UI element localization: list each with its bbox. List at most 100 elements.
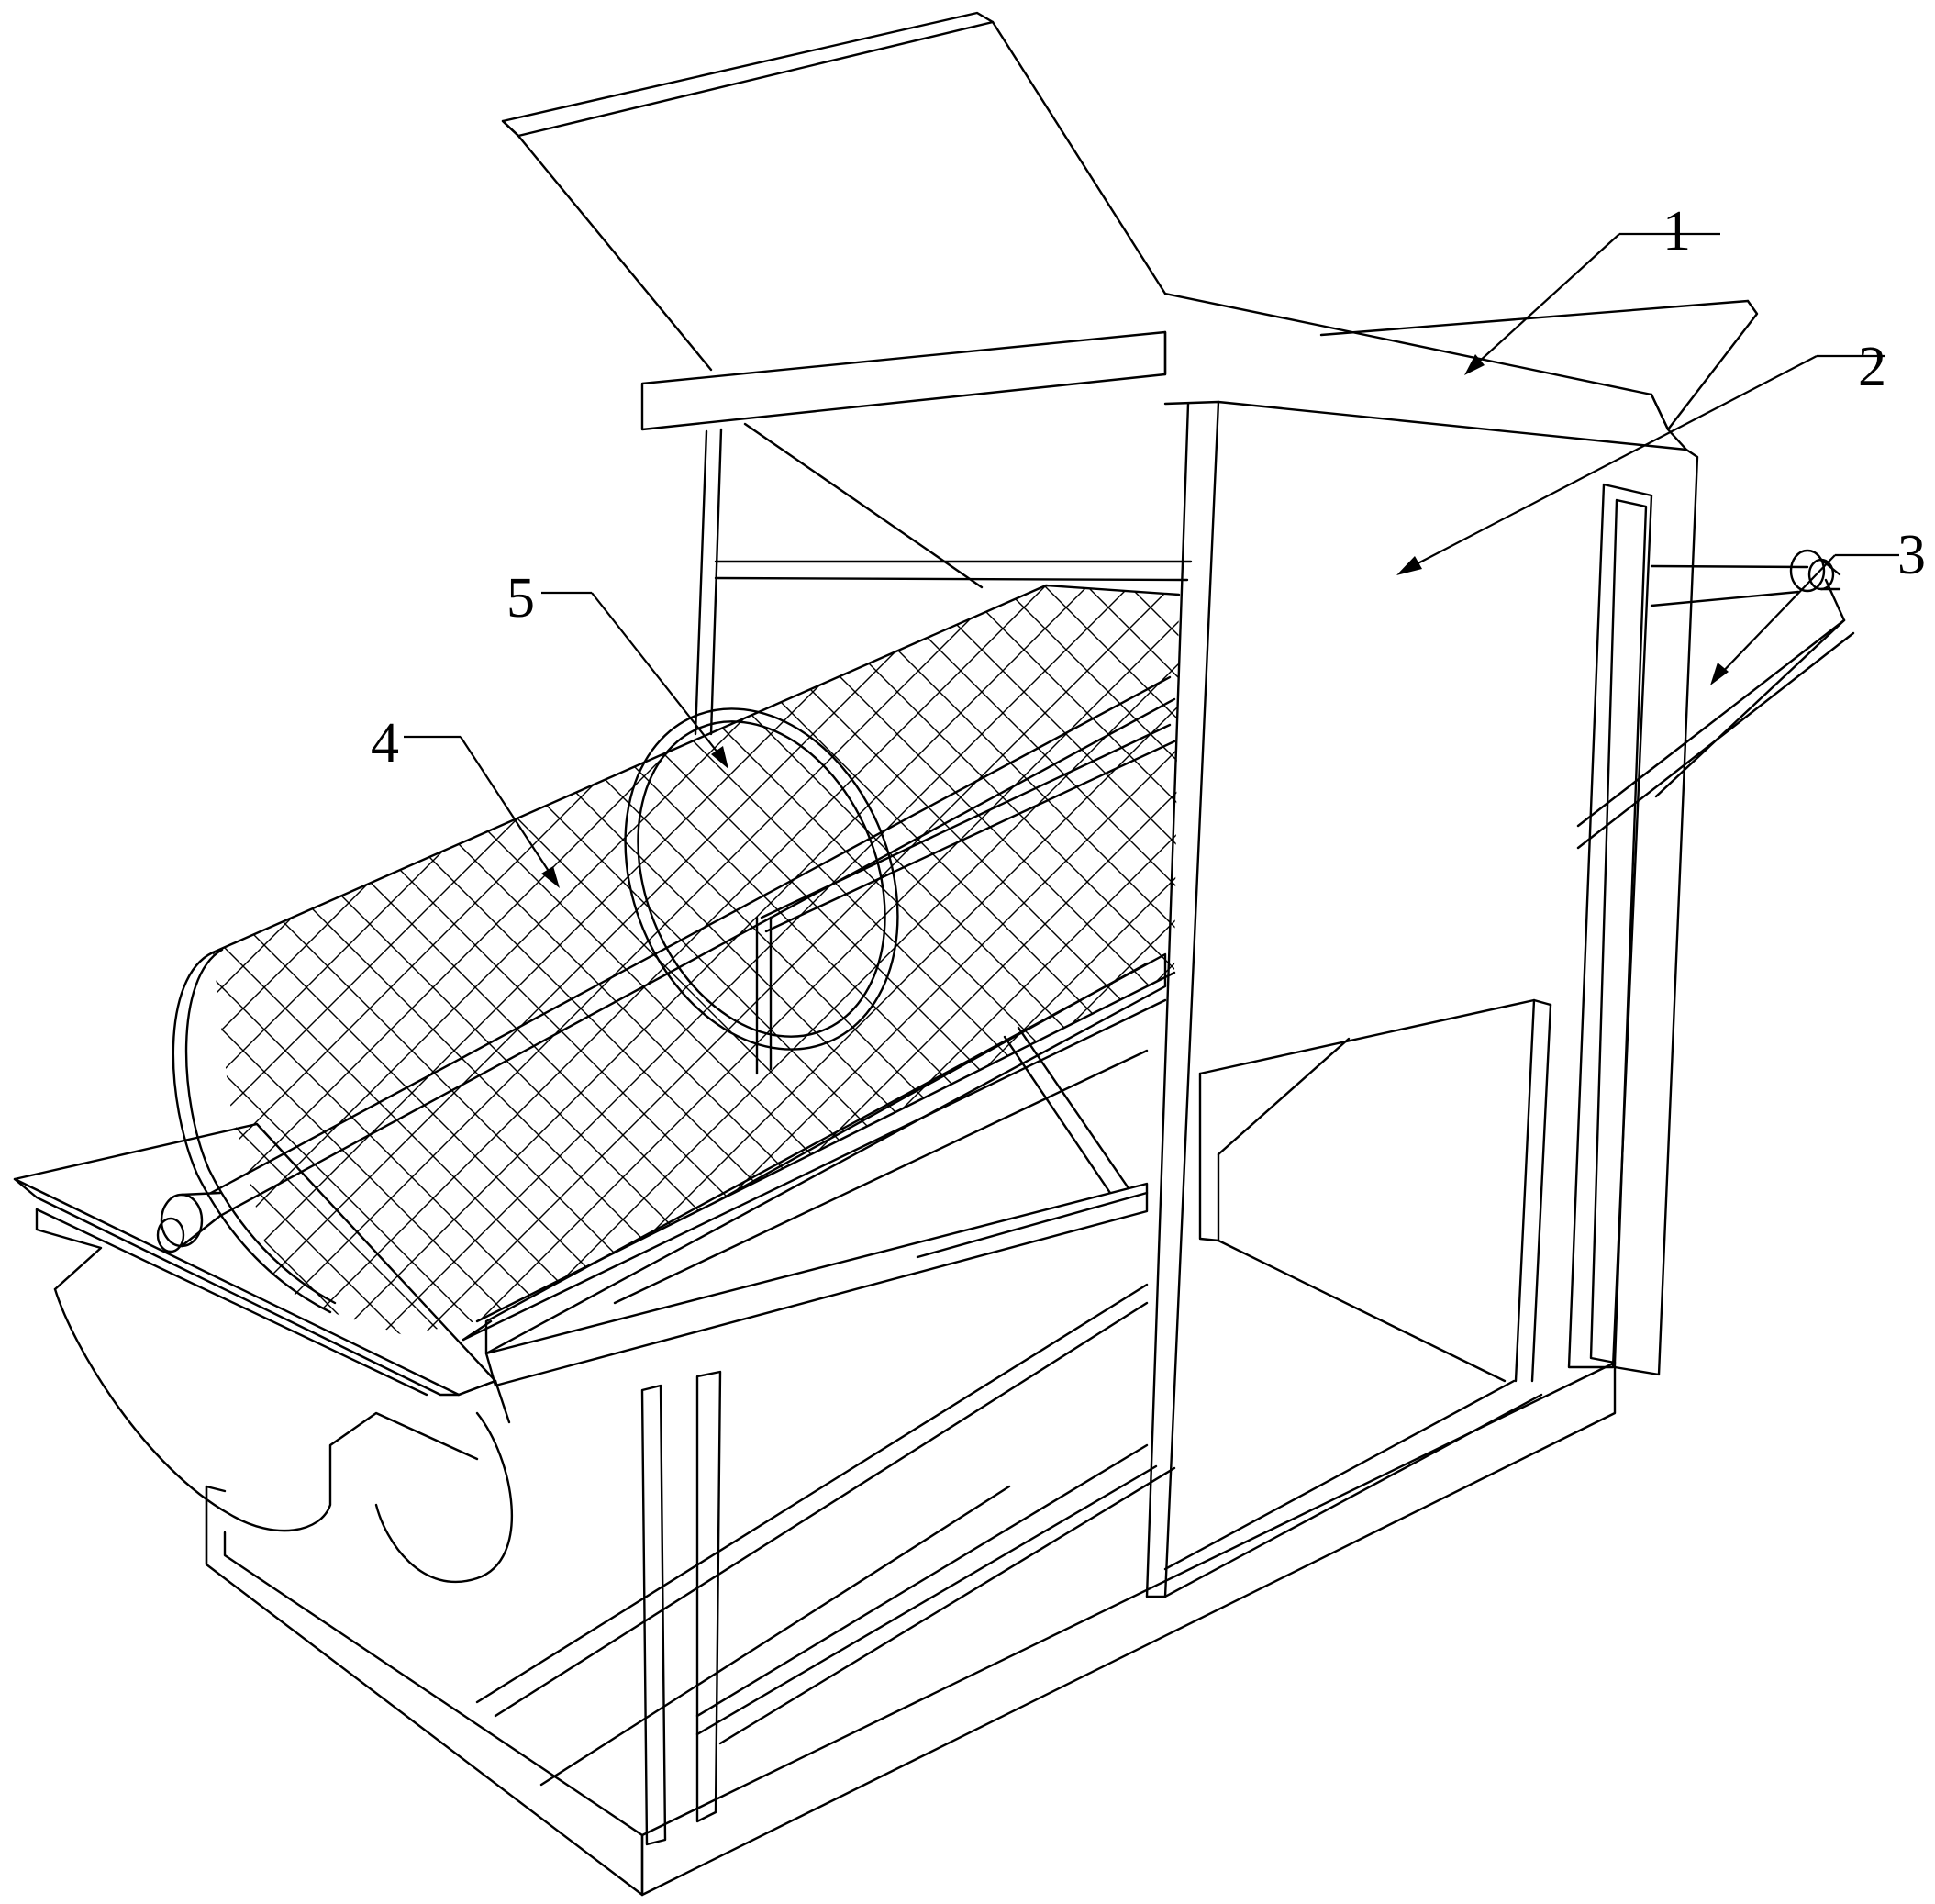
mesh-wire: [403, 585, 1179, 1335]
mesh-wire: [213, 585, 1012, 1335]
mesh-wire: [487, 585, 1179, 1335]
mesh-wire: [507, 585, 1179, 1335]
mesh-wire: [213, 585, 992, 1335]
mesh-wire: [529, 585, 1179, 1335]
callout-5-label: 5: [506, 567, 535, 629]
mesh-wire: [1501, 367, 1935, 1376]
mesh-wire: [951, 585, 1179, 1335]
mesh-wire: [867, 585, 1179, 1335]
mesh-wire: [213, 585, 274, 1335]
mesh-wire: [213, 585, 1076, 1335]
mesh-wire: [213, 585, 337, 1335]
mesh-wire: [213, 585, 317, 1335]
mesh-wire: [0, 367, 167, 1376]
mesh-wire: [213, 585, 506, 1335]
mesh-wire: [634, 585, 1179, 1335]
mesh-wire: [318, 585, 1179, 1335]
mesh-wire: [783, 585, 1179, 1335]
mesh-wire: [254, 585, 1179, 1335]
mesh-wire: [929, 585, 1179, 1335]
mesh-wire: [1374, 367, 1935, 1376]
mesh-wire: [1206, 367, 1935, 1376]
housing-body: [694, 400, 1699, 1598]
discharge-chute: [13, 1122, 514, 1584]
mesh-wire: [1056, 585, 1179, 1335]
callout-1: 1: [1464, 200, 1720, 375]
mesh-wire: [213, 585, 801, 1335]
mesh-wire: [381, 585, 1179, 1335]
mesh-wire: [0, 367, 125, 1376]
mesh-wire: [339, 585, 1179, 1335]
mesh-wire: [1078, 585, 1179, 1335]
callout-2: 2: [1396, 336, 1886, 575]
mesh-wire: [213, 585, 970, 1335]
mesh-wire: [0, 367, 209, 1376]
mesh-wire: [909, 585, 1179, 1335]
mesh-wire: [0, 367, 20, 1376]
mesh-wire: [845, 585, 1179, 1335]
mesh-wire: [0, 367, 62, 1376]
mesh-wire: [1290, 367, 1935, 1376]
mesh-wire: [0, 367, 147, 1376]
mesh-wire: [213, 585, 232, 1335]
callout-3-label: 3: [1897, 524, 1926, 586]
mesh-wire: [423, 585, 1179, 1335]
mesh-wire: [213, 585, 1096, 1335]
mesh-wire: [1310, 367, 1935, 1376]
mesh-wire: [698, 585, 1179, 1335]
callout-2-label: 2: [1858, 336, 1886, 398]
callout-3: 3: [1710, 524, 1926, 685]
mesh-wire: [296, 585, 1179, 1335]
mesh-wire: [213, 585, 401, 1335]
sloped-rails: [484, 952, 1167, 1387]
mesh-wire: [361, 585, 1179, 1335]
mesh-wire: [1248, 367, 1935, 1376]
mesh-wire: [825, 585, 1179, 1335]
mesh-wire: [1162, 585, 1179, 1335]
support-ring: [624, 707, 899, 1075]
mesh-wire: [213, 585, 1139, 1335]
mesh-wire: [1098, 585, 1179, 1335]
mesh-wire: [887, 585, 1179, 1335]
mesh-wire: [213, 585, 1179, 1335]
mesh-wire: [972, 585, 1179, 1335]
mesh-wire: [0, 367, 105, 1376]
feed-hopper: [501, 11, 1759, 431]
mesh-wire: [1459, 367, 1935, 1376]
mesh-wire: [213, 585, 865, 1335]
mesh-wire: [213, 585, 907, 1335]
mesh-wire: [213, 585, 590, 1335]
mesh-wire: [213, 585, 843, 1335]
mesh-wire: [1585, 367, 1935, 1376]
callout-4-label: 4: [371, 712, 399, 774]
mesh-wire: [572, 585, 1179, 1335]
mesh-wire: [213, 585, 528, 1335]
mesh-wire: [213, 585, 696, 1335]
mesh-wire: [213, 585, 654, 1335]
mesh-wire: [213, 585, 674, 1335]
mesh-wire: [445, 585, 1179, 1335]
mesh-wire: [1628, 367, 1935, 1376]
mesh-wire: [1417, 367, 1935, 1376]
mesh-wire: [213, 585, 928, 1335]
callout-5: 5: [506, 567, 728, 769]
mesh-wire: [213, 585, 1179, 1335]
mesh-wire: [213, 585, 1161, 1335]
mesh-wire: [213, 585, 443, 1335]
mesh-wire: [213, 585, 1179, 1335]
mesh-wire: [213, 585, 1118, 1335]
callout-4: 4: [371, 712, 560, 888]
mesh-wire: [213, 585, 295, 1335]
mesh-wire: [465, 585, 1179, 1335]
mesh-wire: [614, 585, 1179, 1335]
mesh-wire: [213, 585, 612, 1335]
mesh-wire: [213, 585, 359, 1335]
mesh-wire: [213, 585, 759, 1335]
conveyor-roller: [1576, 549, 1855, 850]
mesh-wire: [213, 585, 570, 1335]
mesh-wire: [803, 585, 1179, 1335]
mesh-wire: [994, 585, 1179, 1335]
base-frame: [205, 962, 1617, 1897]
callout-1-label: 1: [1663, 200, 1691, 262]
